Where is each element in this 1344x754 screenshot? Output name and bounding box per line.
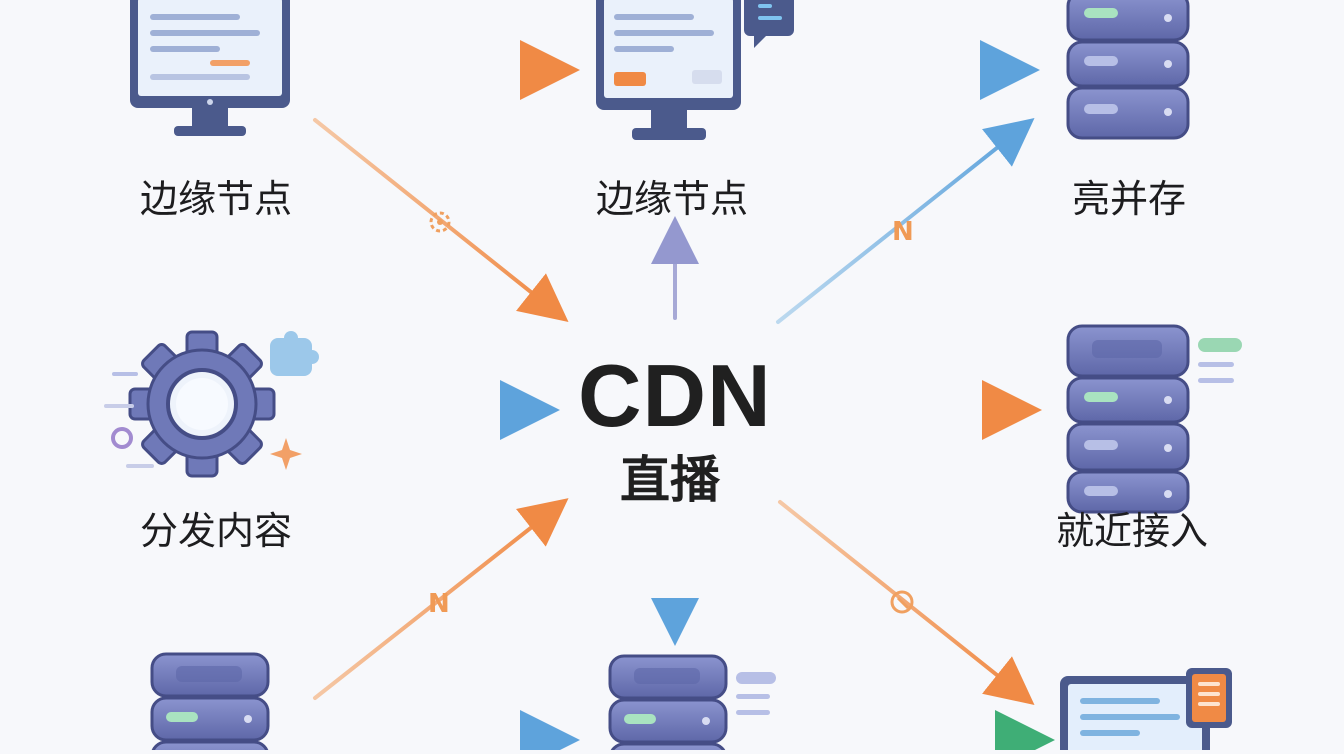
arrow-server-bottom-to-center bbox=[313, 498, 569, 700]
node-label-distribute: 分发内容 bbox=[140, 509, 293, 553]
chat-bubble-icon bbox=[744, 0, 794, 48]
node-label-nearby-access: 就近接入 bbox=[1056, 509, 1209, 553]
document-icon-bottom-right bbox=[1186, 668, 1232, 728]
arrow-center-to-monitor-bottom bbox=[778, 500, 1035, 705]
monitor-icon-bottom-right bbox=[1060, 676, 1210, 754]
gear-glyph-icon bbox=[429, 211, 451, 233]
monitor-icon-top-left bbox=[130, 0, 290, 136]
server-icon-bottom-left bbox=[150, 652, 270, 754]
server-icon-top-right bbox=[1066, 0, 1190, 140]
node-label-edge-middle: 边缘节点 bbox=[596, 177, 749, 221]
server-icon-bottom-middle bbox=[608, 654, 728, 754]
center-title: CDN bbox=[578, 346, 772, 445]
arrow-leftmonitor-to-center bbox=[313, 118, 569, 322]
monitor-icon-top-middle bbox=[596, 0, 794, 140]
list-lines-icon-bottom bbox=[736, 672, 776, 715]
motion-lines-icon bbox=[104, 372, 154, 468]
puzzle-icon bbox=[270, 331, 319, 376]
list-lines-icon-right bbox=[1198, 338, 1242, 383]
server-icon-middle-right bbox=[1066, 324, 1190, 514]
arrow-center-to-server-top bbox=[776, 118, 1035, 324]
gear-icon bbox=[128, 330, 276, 478]
n-glyph-icon-bottom: N bbox=[428, 589, 450, 619]
node-label-edge-left: 边缘节点 bbox=[140, 177, 293, 221]
arrows: N N bbox=[299, 40, 1055, 754]
center-subtitle: 直播 bbox=[620, 451, 720, 509]
node-label-cache: 亮并存 bbox=[1072, 177, 1187, 221]
sparkle-icon bbox=[270, 438, 302, 470]
link-glyph-icon bbox=[890, 590, 914, 614]
n-glyph-icon-top: N bbox=[892, 217, 914, 247]
